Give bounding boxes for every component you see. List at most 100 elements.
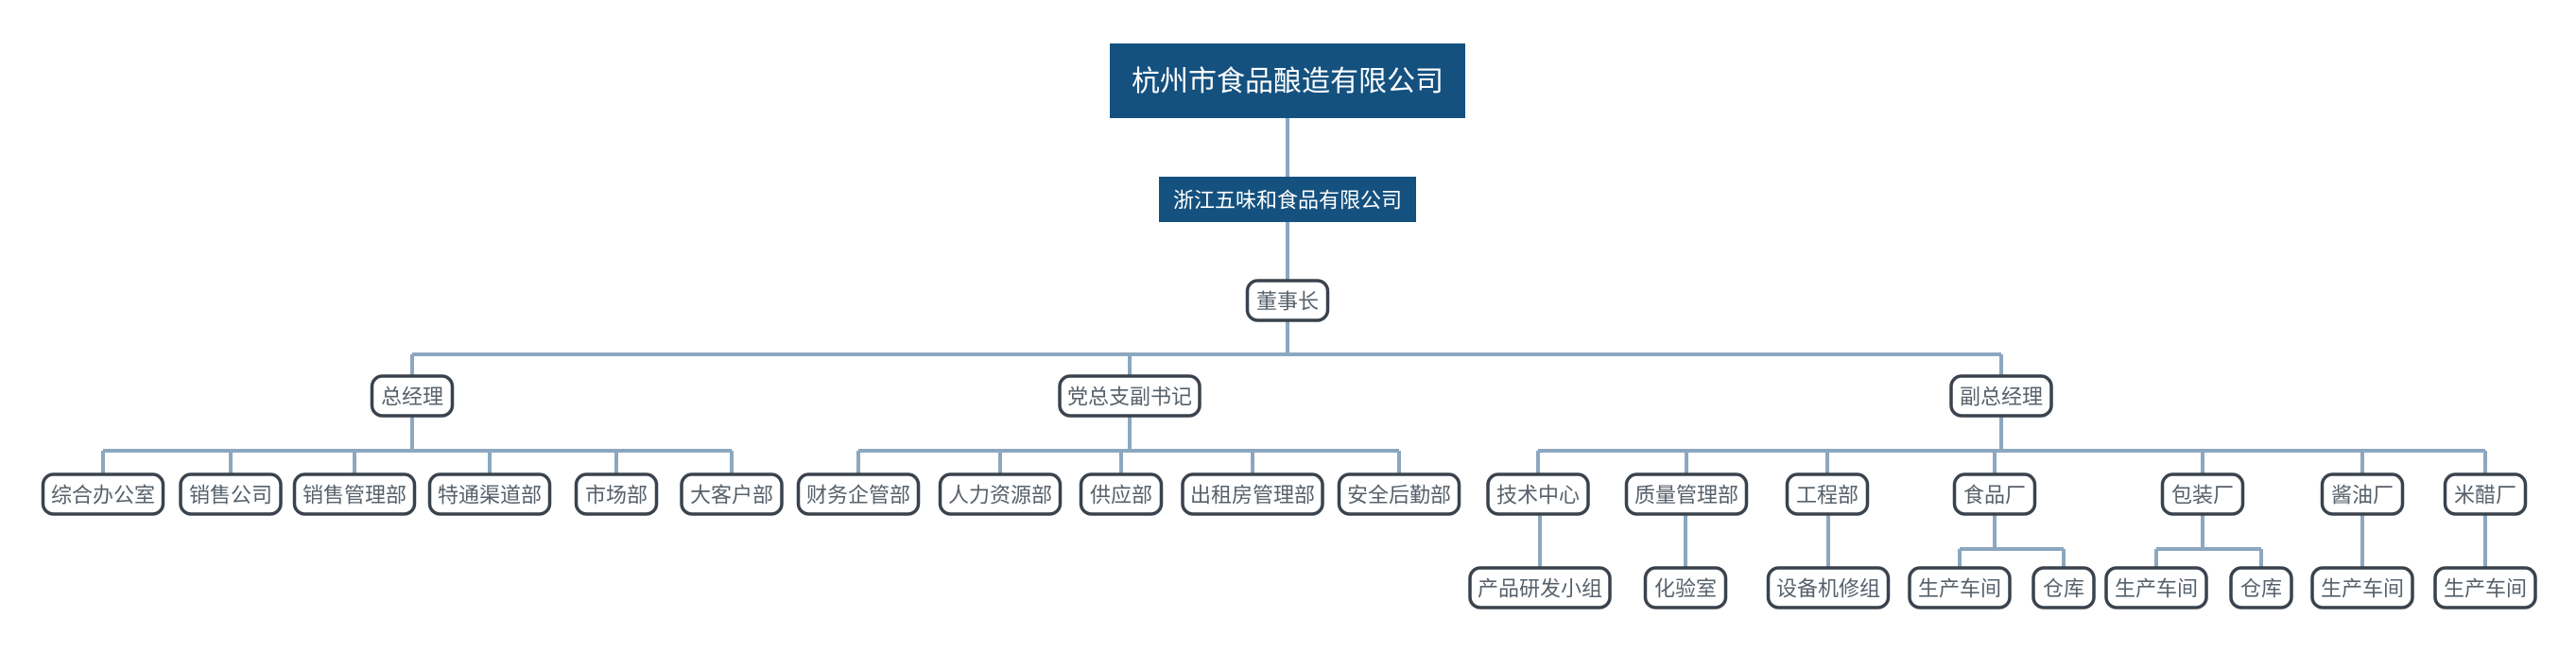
org-node-label: 设备机修组: [1776, 577, 1880, 601]
org-node-soy-sauce-factory[interactable]: 酱油厂: [2320, 472, 2405, 516]
org-node-label: 党总支副书记: [1067, 386, 1192, 409]
org-node-sales-management-dept[interactable]: 销售管理部: [292, 472, 417, 516]
org-node-box: [1079, 472, 1164, 516]
org-node-special-channel-dept[interactable]: 特通渠道部: [427, 472, 552, 516]
org-node-product-rd-team[interactable]: 产品研发小组: [1468, 566, 1612, 609]
org-node-sales-company[interactable]: 销售公司: [179, 472, 283, 516]
org-node-box: [680, 472, 784, 516]
org-node-box: [2320, 472, 2405, 516]
org-node-chairman[interactable]: 董事长: [1245, 279, 1330, 322]
org-node-label: 生产车间: [2321, 577, 2404, 601]
org-node-food-factory-warehouse[interactable]: 仓库: [2031, 566, 2096, 609]
org-node-box: [1486, 472, 1590, 516]
org-node-party-branch-deputy-secretary[interactable]: 党总支副书记: [1058, 374, 1202, 418]
org-node-packaging-factory-warehouse[interactable]: 仓库: [2229, 566, 2293, 609]
org-node-label: 杭州市食品酿造有限公司: [1132, 66, 1444, 97]
org-node-box: [796, 472, 921, 516]
org-node-label: 财务企管部: [806, 484, 910, 507]
org-node-box: [1110, 43, 1465, 118]
org-node-hangzhou-food-brewing-company[interactable]: 杭州市食品酿造有限公司: [1110, 43, 1465, 118]
org-node-label: 生产车间: [1918, 577, 2001, 601]
org-node-box: [370, 374, 455, 418]
org-node-safety-logistics-dept[interactable]: 安全后勤部: [1337, 472, 1461, 516]
org-node-label: 副总经理: [1960, 386, 2043, 409]
org-node-label: 安全后勤部: [1347, 484, 1451, 507]
org-node-rice-vinegar-factory[interactable]: 米醋厂: [2443, 472, 2528, 516]
org-node-rental-housing-management-dept[interactable]: 出租房管理部: [1181, 472, 1324, 516]
org-node-key-account-dept[interactable]: 大客户部: [680, 472, 784, 516]
org-node-label: 总经理: [381, 386, 443, 409]
org-node-box: [1766, 566, 1891, 609]
org-node-label: 供应部: [1090, 484, 1152, 507]
org-node-box: [292, 472, 417, 516]
org-node-laboratory[interactable]: 化验室: [1643, 566, 1728, 609]
org-node-deputy-general-manager[interactable]: 副总经理: [1949, 374, 2053, 418]
org-node-box: [2031, 566, 2096, 609]
org-node-packaging-factory-production-workshop[interactable]: 生产车间: [2104, 566, 2208, 609]
org-node-label: 大客户部: [690, 484, 773, 507]
org-node-label: 出租房管理部: [1190, 484, 1315, 507]
org-node-box: [1785, 472, 1870, 516]
org-node-box: [1908, 566, 2012, 609]
org-node-soy-sauce-factory-production-workshop[interactable]: 生产车间: [2310, 566, 2414, 609]
org-node-label: 董事长: [1256, 290, 1319, 314]
org-node-rice-vinegar-factory-production-workshop[interactable]: 生产车间: [2433, 566, 2537, 609]
org-node-general-manager[interactable]: 总经理: [370, 374, 455, 418]
org-node-equipment-maintenance-team[interactable]: 设备机修组: [1766, 566, 1891, 609]
org-node-box: [1468, 566, 1612, 609]
org-node-label: 技术中心: [1496, 484, 1580, 507]
org-node-human-resources-dept[interactable]: 人力资源部: [938, 472, 1063, 516]
org-node-box: [2443, 472, 2528, 516]
org-node-box: [1624, 472, 1749, 516]
org-node-box: [179, 472, 283, 516]
org-node-box: [1058, 374, 1202, 418]
org-node-label: 包装厂: [2171, 484, 2234, 507]
org-node-packaging-factory[interactable]: 包装厂: [2160, 472, 2245, 516]
org-node-food-factory-production-workshop[interactable]: 生产车间: [1908, 566, 2012, 609]
org-node-label: 市场部: [585, 484, 648, 507]
org-node-technology-center[interactable]: 技术中心: [1486, 472, 1590, 516]
org-node-label: 特通渠道部: [438, 484, 542, 507]
org-node-engineering-dept[interactable]: 工程部: [1785, 472, 1870, 516]
org-node-label: 工程部: [1796, 484, 1859, 507]
org-node-label: 生产车间: [2444, 577, 2527, 601]
org-node-box: [1245, 279, 1330, 322]
org-node-box: [427, 472, 552, 516]
org-node-label: 生产车间: [2115, 577, 2198, 601]
org-node-box: [938, 472, 1063, 516]
org-node-label: 仓库: [2043, 577, 2084, 601]
org-node-box: [2160, 472, 2245, 516]
org-node-label: 综合办公室: [51, 484, 155, 507]
org-node-label: 浙江五味和食品有限公司: [1173, 189, 1402, 213]
org-node-box: [1952, 472, 2037, 516]
org-node-label: 质量管理部: [1634, 484, 1738, 507]
org-node-label: 人力资源部: [948, 484, 1052, 507]
org-node-label: 化验室: [1654, 577, 1717, 601]
org-node-quality-management-dept[interactable]: 质量管理部: [1624, 472, 1749, 516]
org-node-label: 销售公司: [189, 484, 272, 507]
org-node-finance-enterprise-management-dept[interactable]: 财务企管部: [796, 472, 921, 516]
org-node-food-factory[interactable]: 食品厂: [1952, 472, 2037, 516]
org-node-general-office[interactable]: 综合办公室: [41, 472, 165, 516]
org-node-box: [1181, 472, 1324, 516]
org-node-label: 产品研发小组: [1478, 577, 1602, 601]
org-node-box: [1643, 566, 1728, 609]
org-node-zhejiang-wuweihe-food-company[interactable]: 浙江五味和食品有限公司: [1159, 177, 1416, 222]
org-node-label: 销售管理部: [303, 484, 406, 507]
org-node-label: 仓库: [2240, 577, 2282, 601]
org-node-marketing-dept[interactable]: 市场部: [574, 472, 659, 516]
org-node-box: [41, 472, 165, 516]
org-node-label: 食品厂: [1963, 484, 2026, 507]
org-node-box: [1159, 177, 1416, 222]
org-node-box: [2104, 566, 2208, 609]
org-node-box: [2433, 566, 2537, 609]
org-node-label: 米醋厂: [2454, 484, 2516, 507]
org-node-supply-dept[interactable]: 供应部: [1079, 472, 1164, 516]
org-node-box: [574, 472, 659, 516]
org-node-box: [2310, 566, 2414, 609]
org-node-box: [1337, 472, 1461, 516]
org-node-box: [1949, 374, 2053, 418]
org-node-box: [2229, 566, 2293, 609]
